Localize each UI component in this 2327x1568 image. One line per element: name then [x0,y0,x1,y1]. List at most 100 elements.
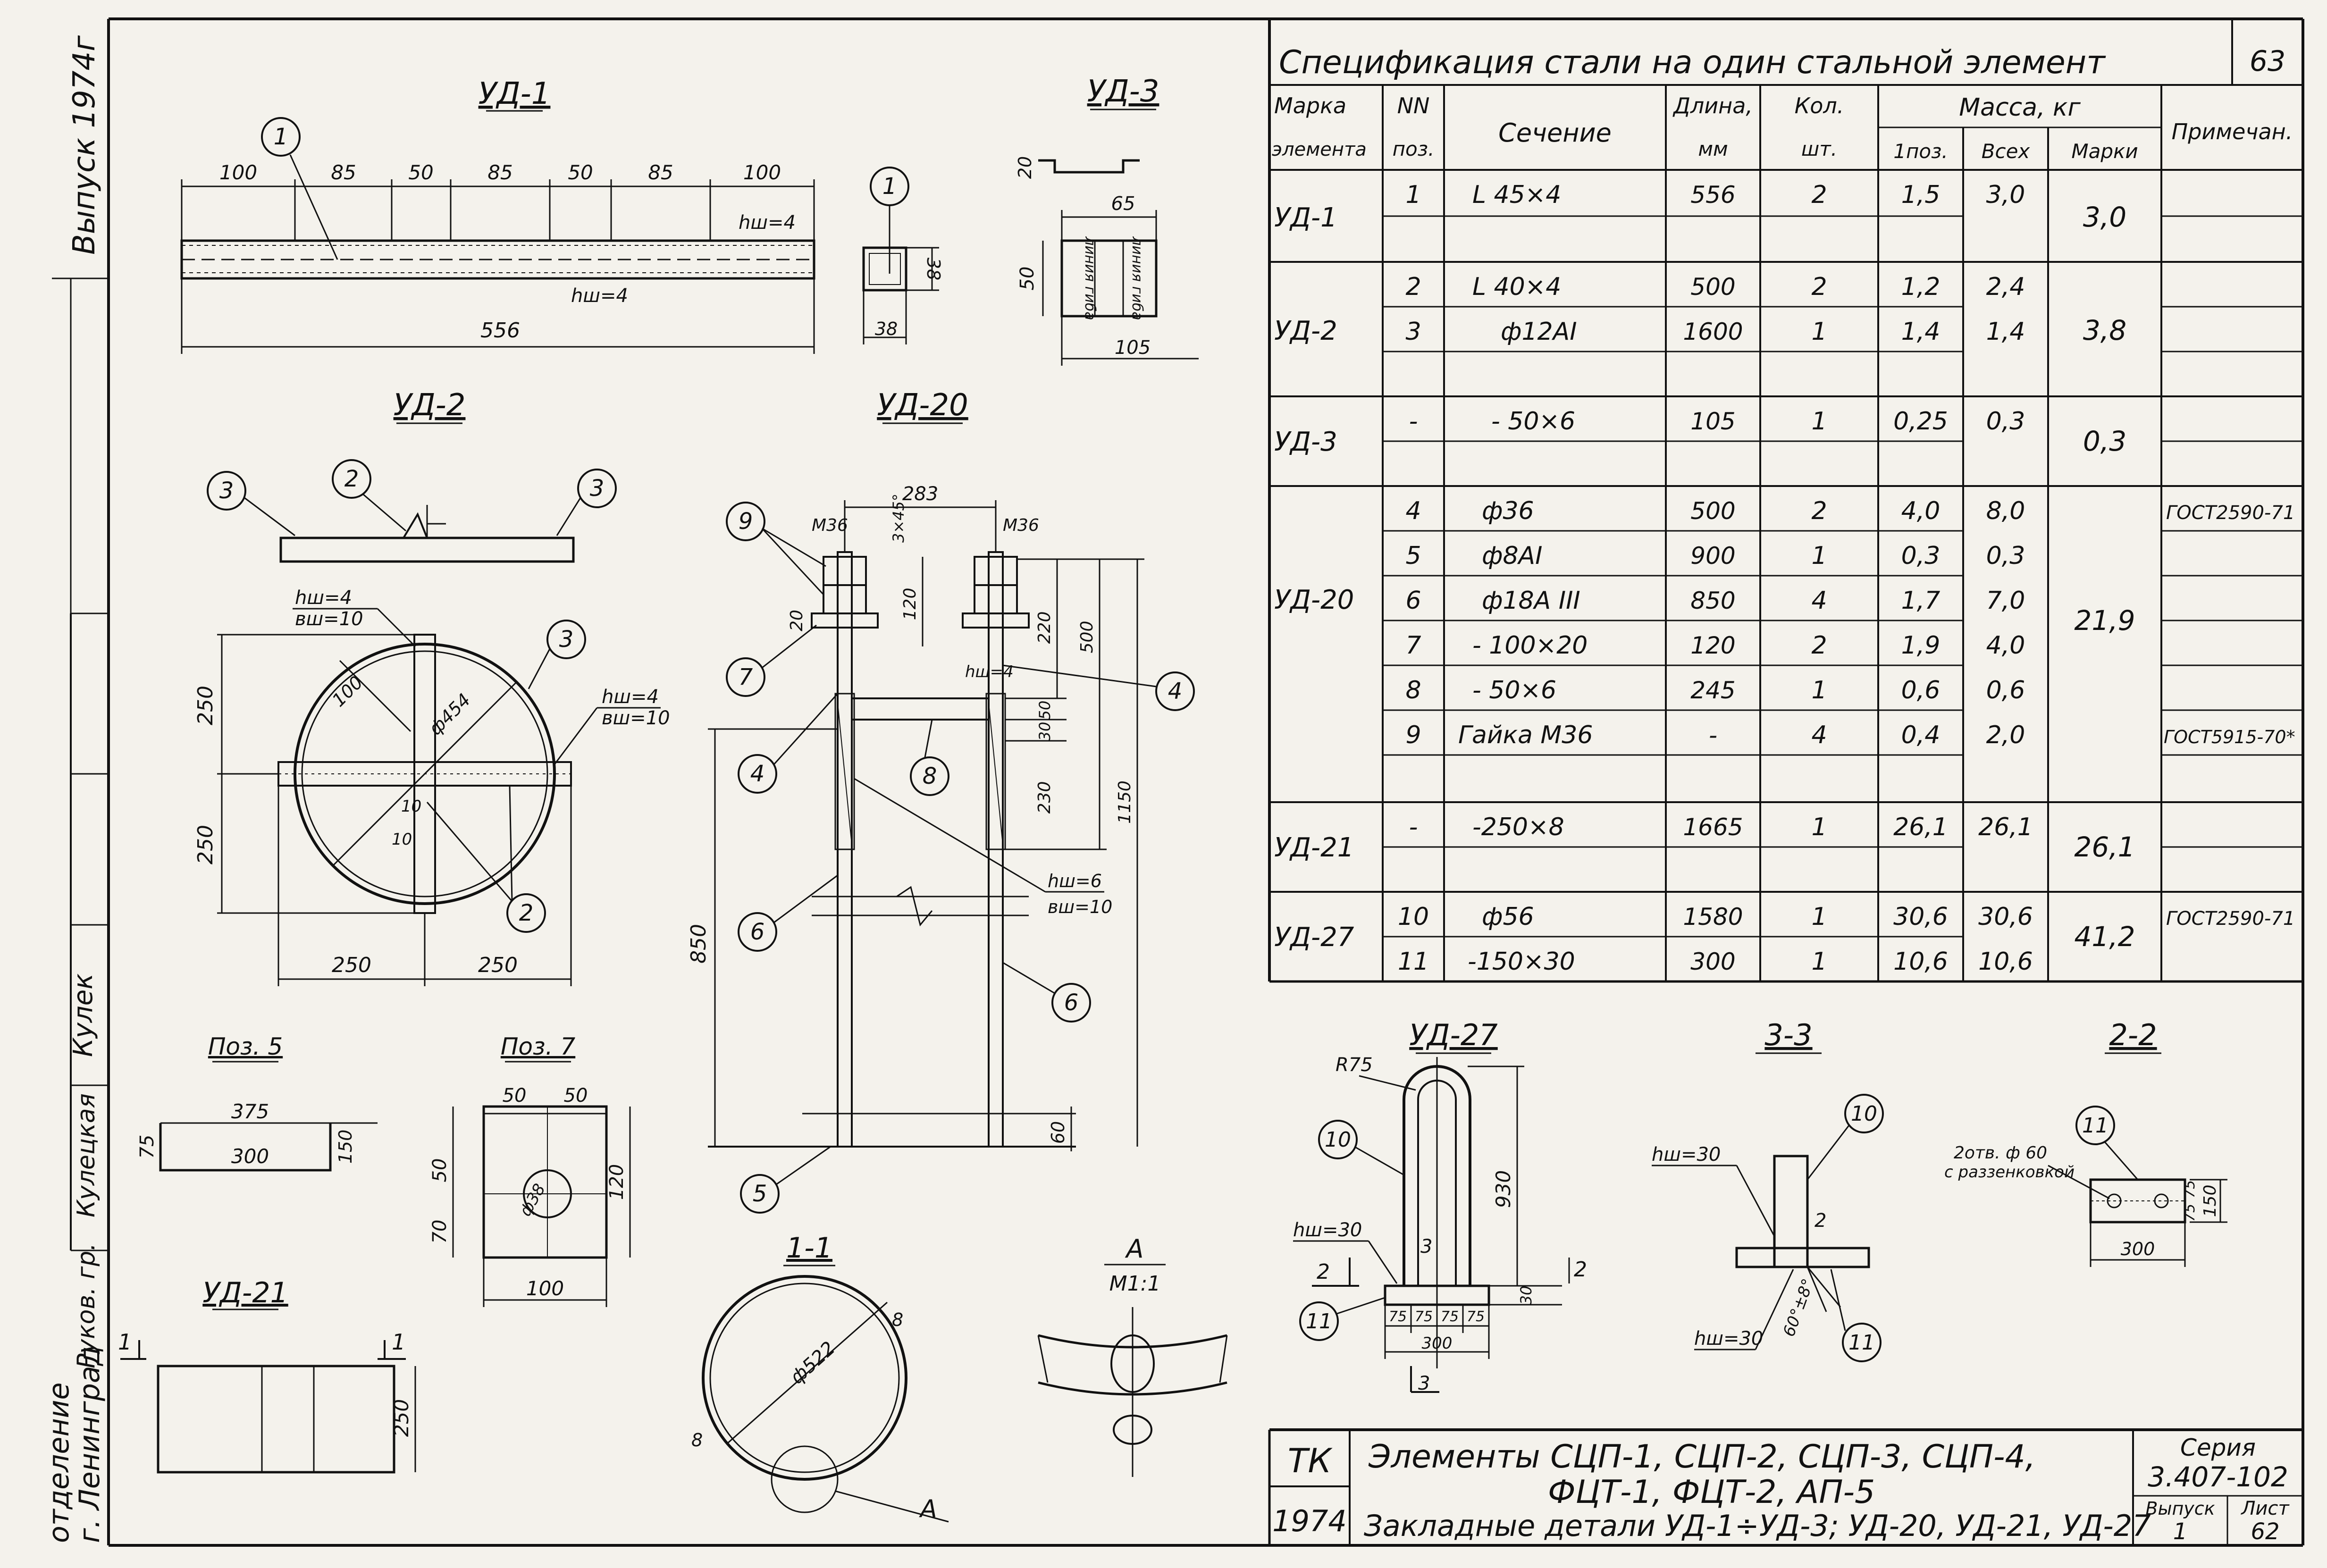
pos5-d300: 300 [231,1145,269,1168]
spec-row: 5 ф8AI 900 1 0,3 0,3 [1405,542,2025,570]
svg-text:3,0: 3,0 [1986,181,2025,209]
ud20-d50: 50 [1036,701,1054,720]
svg-text:0,3: 0,3 [1986,407,2025,436]
svg-text:3: 3 [1405,318,1421,346]
svg-text:1: 1 [1811,318,1827,346]
svg-text:1,4: 1,4 [1986,318,2025,346]
svg-text:0,6: 0,6 [1901,676,1941,704]
ud21-section-1a: 1 [118,1329,132,1355]
ud27-r75: R75 [1336,1054,1373,1076]
hdr-mark-1: Марка [1274,93,1346,118]
mark-ud21: УД-21 [1274,832,1354,863]
hdr-qty-2: шт. [1801,137,1837,160]
ud27-d930: 930 [1492,1170,1515,1208]
svg-text:-: - [1709,721,1717,749]
ud1-dim: 100 [743,161,781,184]
ud2-d250d: 250 [478,953,518,977]
tb-series-label: Серия [2180,1434,2256,1461]
role-head: Руков. гр. [72,1243,101,1368]
svg-text:- 50×6: - 50×6 [1472,676,1556,704]
detail-ud3: УД-3 38 38 1 линия гиба линия гиба 65 50… [862,74,1199,366]
ud20-callout-4a: 4 [750,761,765,787]
ud27-section-2b: 2 [1574,1258,1587,1282]
ud20-callout-7: 7 [739,664,753,690]
total-ud21: 26,1 [2074,831,2135,863]
ud1-length: 556 [480,319,520,343]
ud2-bw2: вш=10 [602,707,670,729]
mark-ud20: УД-20 [1274,585,1354,615]
sec22-title: 2-2 [2109,1018,2157,1052]
svg-text:26,1: 26,1 [1978,813,2033,841]
ud2-hw2: hш=4 [602,686,659,708]
svg-text:8: 8 [1405,676,1421,704]
svg-text:1: 1 [1811,676,1827,704]
sec11-d522: ф522 [786,1337,840,1388]
svg-text:4,0: 4,0 [1986,631,2025,660]
ud27-hw: hш=30 [1293,1219,1362,1241]
svg-text:1: 1 [1811,542,1827,570]
svg-text:10,6: 10,6 [1978,948,2033,976]
hdr-mass-mark: Марки [2071,140,2138,163]
svg-text:7,0: 7,0 [1986,587,2025,615]
ud1-callout: 1 [274,124,288,150]
hdr-mark-2: элемента [1272,139,1367,160]
sec11-d8b: 8 [691,1430,703,1451]
ud20-callout-6b: 6 [1064,989,1079,1016]
sec22-hole-2: с раззенковкой [1944,1163,2075,1182]
page-number: 63 [2250,45,2285,78]
ud20-callout-8: 8 [923,763,937,789]
ud20-d850: 850 [687,924,711,964]
sec22-callout-11: 11 [2082,1114,2109,1138]
ud3-sec-38b: 38 [923,258,944,280]
spec-row: 10 ф56 1580 1 30,6 30,6 ГОСТ2590-71 [1398,903,2295,931]
sec11-ref: А [919,1495,937,1523]
ud1-dim: 85 [648,161,673,184]
ud27-d75: 75 [1389,1308,1407,1325]
signature-head: Кулек [68,973,99,1057]
detail-ud27: УД-27 R75 930 30 2 hш=30 2 3 75 75 75 75 [1293,1018,1587,1394]
sec11-d8a: 8 [892,1309,903,1330]
section-3-3: 3-3 hш=30 hш=30 2 60°±8° 10 11 [1652,1018,1884,1362]
ud3-bend-1: линия гиба [1082,236,1098,320]
ud20-d230: 230 [1035,781,1054,814]
ud3-title: УД-3 [1087,74,1159,109]
sec22-hole-1: 2отв. ф 60 [1954,1143,2047,1163]
spec-table: Спецификация стали на один стальной элем… [1268,19,2303,983]
svg-text:2: 2 [1811,631,1827,660]
svg-text:1,2: 1,2 [1901,273,1941,301]
ud2-callout-2b: 2 [519,900,534,926]
total-ud3: 0,3 [2083,425,2126,457]
sec33-title: 3-3 [1764,1018,1812,1052]
hdr-pos-2: поз. [1393,137,1435,160]
ud3-d50: 50 [1016,267,1038,291]
svg-text:ф56: ф56 [1482,903,1534,931]
svg-text:11: 11 [1398,948,1429,976]
detail-ud20: УД-20 60 283 М36 М36 3×45° [687,388,1195,1214]
detail-ud1: УД-1 100 85 50 85 50 85 100 556 hш=4 hш=… [180,76,815,354]
svg-text:4: 4 [1811,587,1827,615]
ud3-bend-2: линия гиба [1129,236,1145,320]
hdr-length-2: мм [1698,137,1728,160]
ud3-callout: 1 [882,173,897,200]
spec-row: - - 50×6 105 1 0,25 0,3 [1409,407,2025,436]
hdr-qty-1: Кол. [1795,93,1844,118]
ud2-d250b: 250 [193,825,218,864]
detail-pos7: Поз. 7 50 50 120 50 70 ф38 100 [429,1033,631,1307]
svg-text:8,0: 8,0 [1986,497,2025,525]
hdr-mass-all: Всех [1982,140,2031,163]
svg-text:0,4: 0,4 [1901,721,1941,749]
svg-text:Гайка М36: Гайка М36 [1458,721,1593,749]
svg-text:1: 1 [1811,903,1827,931]
svg-text:1580: 1580 [1683,903,1743,931]
ud2-bw1: вш=10 [295,608,363,630]
spec-title: Спецификация стали на один стальной элем… [1279,44,2106,81]
detA-scale: М1:1 [1109,1272,1161,1296]
sec33-callout-11: 11 [1848,1331,1875,1355]
svg-text:-150×30: -150×30 [1468,948,1575,976]
ud2-d10b: 10 [392,830,412,849]
ud1-weld-top: hш=4 [739,212,796,234]
svg-text:0,25: 0,25 [1893,407,1948,436]
total-ud20: 21,9 [2074,604,2135,637]
ud21-d250: 250 [390,1399,413,1437]
svg-text:4,0: 4,0 [1901,497,1941,525]
